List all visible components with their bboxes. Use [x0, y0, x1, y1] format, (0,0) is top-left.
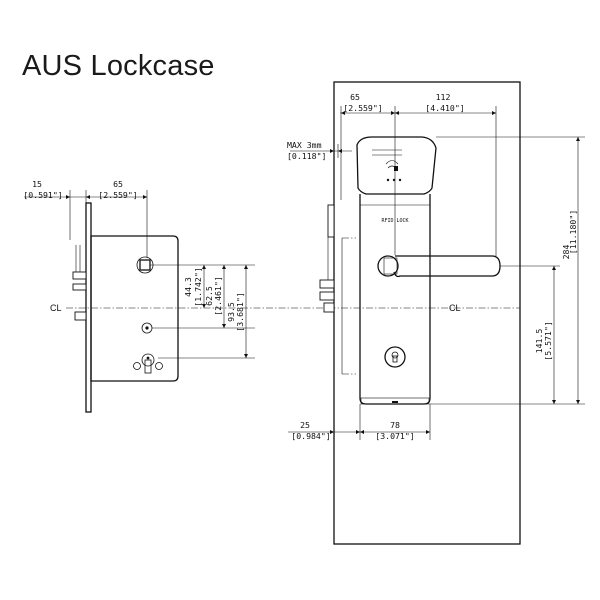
- dim-spindle-cl: 44.3: [183, 277, 193, 297]
- handle-top-dimensions: 65 [2.559"] 112 [4.410"]: [340, 92, 497, 256]
- dim-handle-bottom: 141.5: [534, 329, 544, 354]
- dim-backset-left: 15: [32, 179, 42, 189]
- dim-plate-width: 78: [390, 420, 400, 430]
- lockcase-top-dimensions: 15 [0.591"] 65 [2.559"]: [23, 179, 148, 258]
- dim-handle-backset: 65: [350, 92, 360, 102]
- dim-backset: 65: [113, 179, 123, 189]
- dim-handle-backset-in: [2.559"]: [343, 103, 382, 113]
- handle-escutcheon: RFID LOCK: [356, 136, 501, 405]
- dim-max-gap: MAX 3mm: [287, 140, 322, 150]
- dim-max-gap-in: [0.118"]: [287, 151, 326, 161]
- handle-vertical-dimensions: 284 [11.180"] 141.5 [5.571"]: [430, 136, 585, 405]
- dim-spindle-cylinder: 93.5: [226, 302, 236, 322]
- door-front-view: [319, 81, 521, 545]
- max-gap-dimension: MAX 3mm [0.118"]: [287, 140, 352, 161]
- dim-plate-width-in: [3.071"]: [375, 431, 414, 441]
- centerline-label-right: CL: [449, 303, 461, 313]
- centerline-label-left: CL: [50, 303, 62, 313]
- dim-backset-in: [2.559"]: [98, 190, 137, 200]
- dim-handle-length: 112: [436, 92, 451, 102]
- dim-handle-bottom-in: [5.571"]: [543, 321, 553, 360]
- dim-cylinder-cl-in: [2.461"]: [213, 276, 223, 315]
- diagram-title: AUS Lockcase: [22, 50, 215, 82]
- dim-door-offset-in: [0.984"]: [291, 431, 330, 441]
- dim-plate-height-in: [11.180"]: [568, 210, 578, 254]
- handle-bottom-dimensions: 25 [0.984"] 78 [3.071"]: [288, 404, 431, 441]
- centerline: CL CL: [50, 303, 520, 313]
- dim-cylinder-cl: 62.5: [204, 286, 214, 306]
- dim-handle-length-in: [4.410"]: [425, 103, 464, 113]
- lockcase-side-view: [72, 202, 179, 413]
- dim-backset-left-in: [0.591"]: [23, 190, 62, 200]
- lockcase-vertical-dimensions: 44.3 [1.742"] 62.5 [2.461"] 93.5 [3.681"…: [150, 264, 255, 359]
- dim-spindle-cylinder-in: [3.681"]: [235, 292, 245, 331]
- dim-spindle-cl-in: [1.742"]: [193, 267, 203, 306]
- dim-plate-height: 284: [561, 245, 571, 260]
- dim-door-offset: 25: [300, 420, 310, 430]
